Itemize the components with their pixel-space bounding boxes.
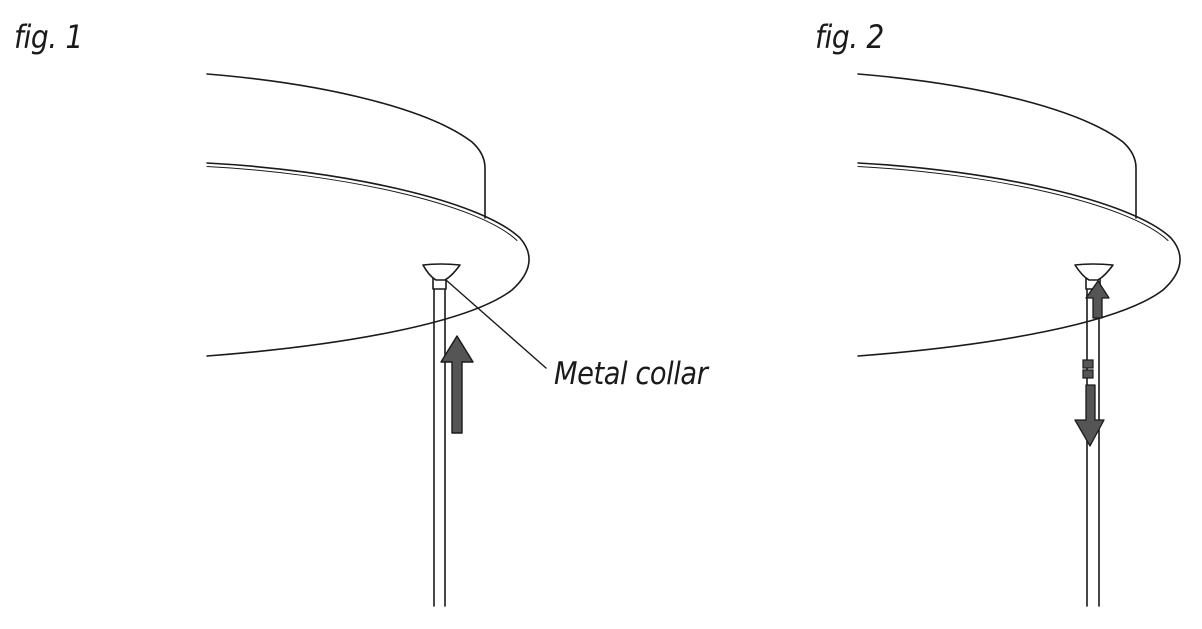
cable-gripper-bottom xyxy=(1082,369,1094,379)
plate-edge-inner xyxy=(857,166,1169,241)
fig-2-label: fig. 2 xyxy=(815,18,884,56)
plate-edge-outer xyxy=(206,162,530,357)
arrow-down-icon xyxy=(1074,384,1105,447)
metal-collar-label: Metal collar xyxy=(554,356,708,392)
canopy-top-edge xyxy=(206,73,486,219)
callout-leader xyxy=(445,279,547,369)
figure-1: fig. 1 xyxy=(14,18,547,607)
arrow-up-icon xyxy=(1085,280,1110,319)
figure-2: fig. 2 xyxy=(601,0,1202,629)
fig-2-drawing xyxy=(857,73,1181,607)
cable-gripper-top xyxy=(1082,359,1094,369)
canopy-top-edge xyxy=(857,73,1137,219)
canopy-cup xyxy=(1074,263,1114,281)
plate-edge-outer xyxy=(857,162,1181,357)
plate-edge-inner xyxy=(206,166,518,241)
canopy-cup xyxy=(422,263,461,281)
fig-1-label: fig. 1 xyxy=(14,18,83,56)
arrow-up-icon xyxy=(440,335,474,434)
fig-1-drawing xyxy=(206,73,547,607)
